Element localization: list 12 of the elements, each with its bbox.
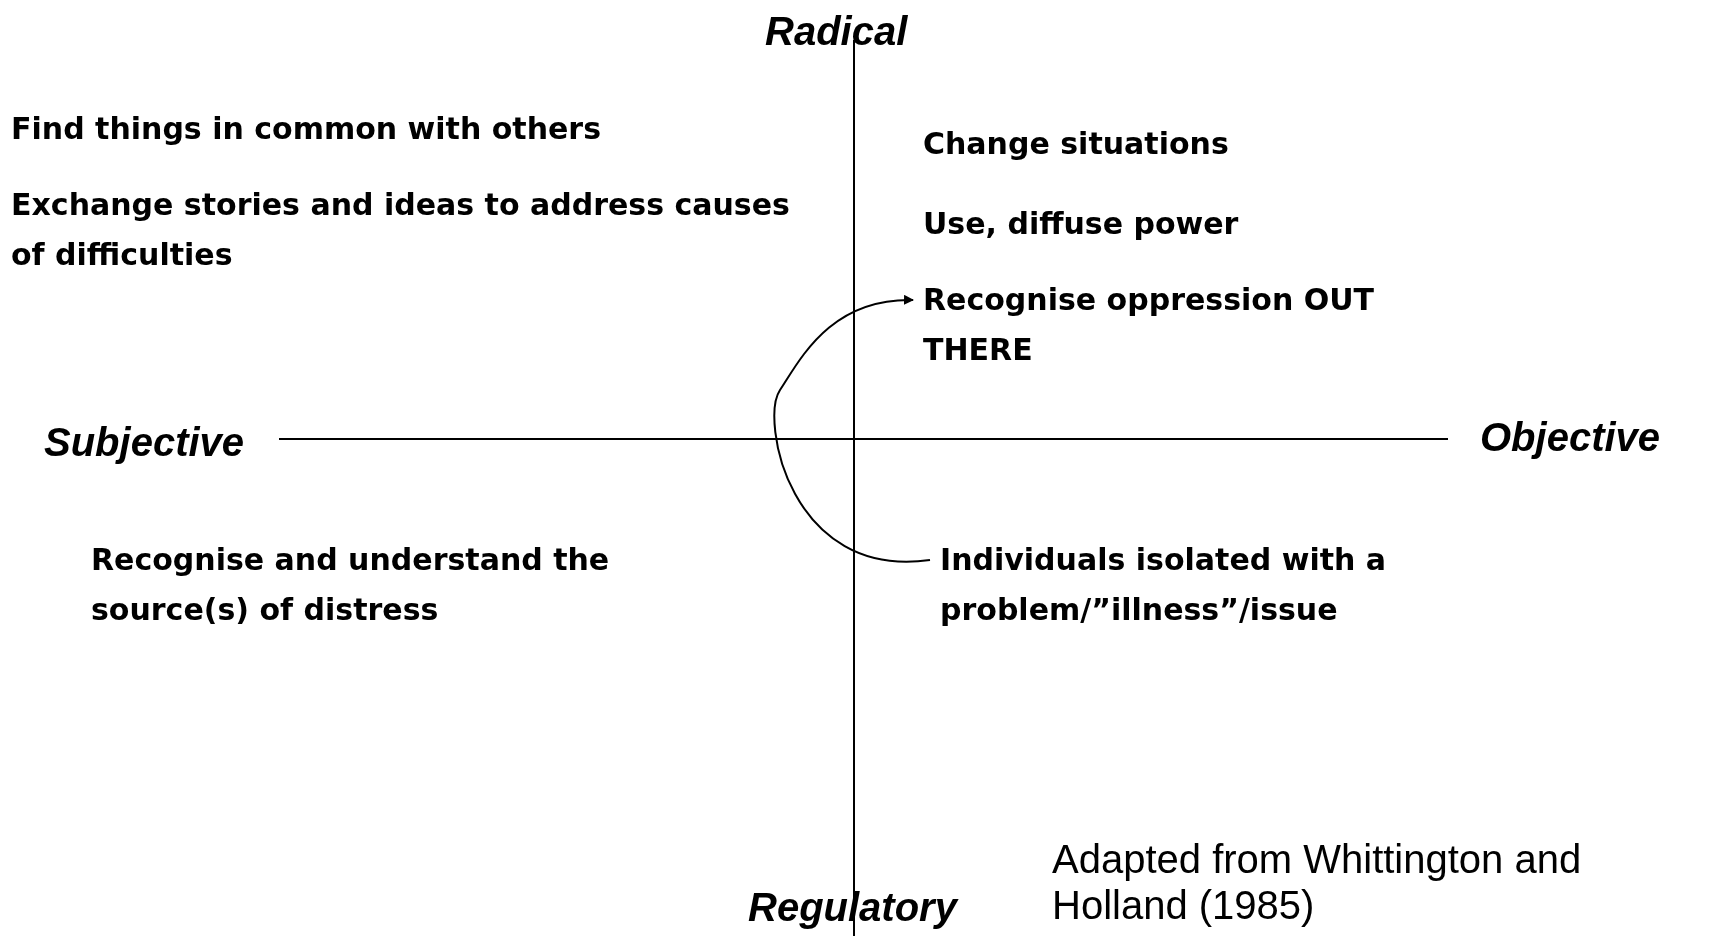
axis-label: Radical bbox=[765, 8, 908, 54]
caption: Adapted from Whittington and Holland (1985) bbox=[1052, 836, 1583, 928]
text-label: Individuals isolated with a problem/”illness”/issue bbox=[930, 535, 1500, 635]
text-label: Find things in common with others bbox=[11, 110, 603, 148]
text-label: Use, diffuse power bbox=[923, 205, 1240, 243]
text-label: Recognise and understand the source(s) of distress bbox=[91, 541, 611, 629]
text-label: Recognise oppression OUT THERE bbox=[913, 275, 1483, 375]
axis-label: Objective bbox=[1480, 414, 1661, 460]
curved-arrow bbox=[773, 295, 931, 563]
text-label: Exchange stories and ideas to address causes of difficulties bbox=[11, 186, 791, 274]
axis-label: Subjective bbox=[44, 419, 245, 465]
text-label: Change situations bbox=[923, 125, 1230, 163]
